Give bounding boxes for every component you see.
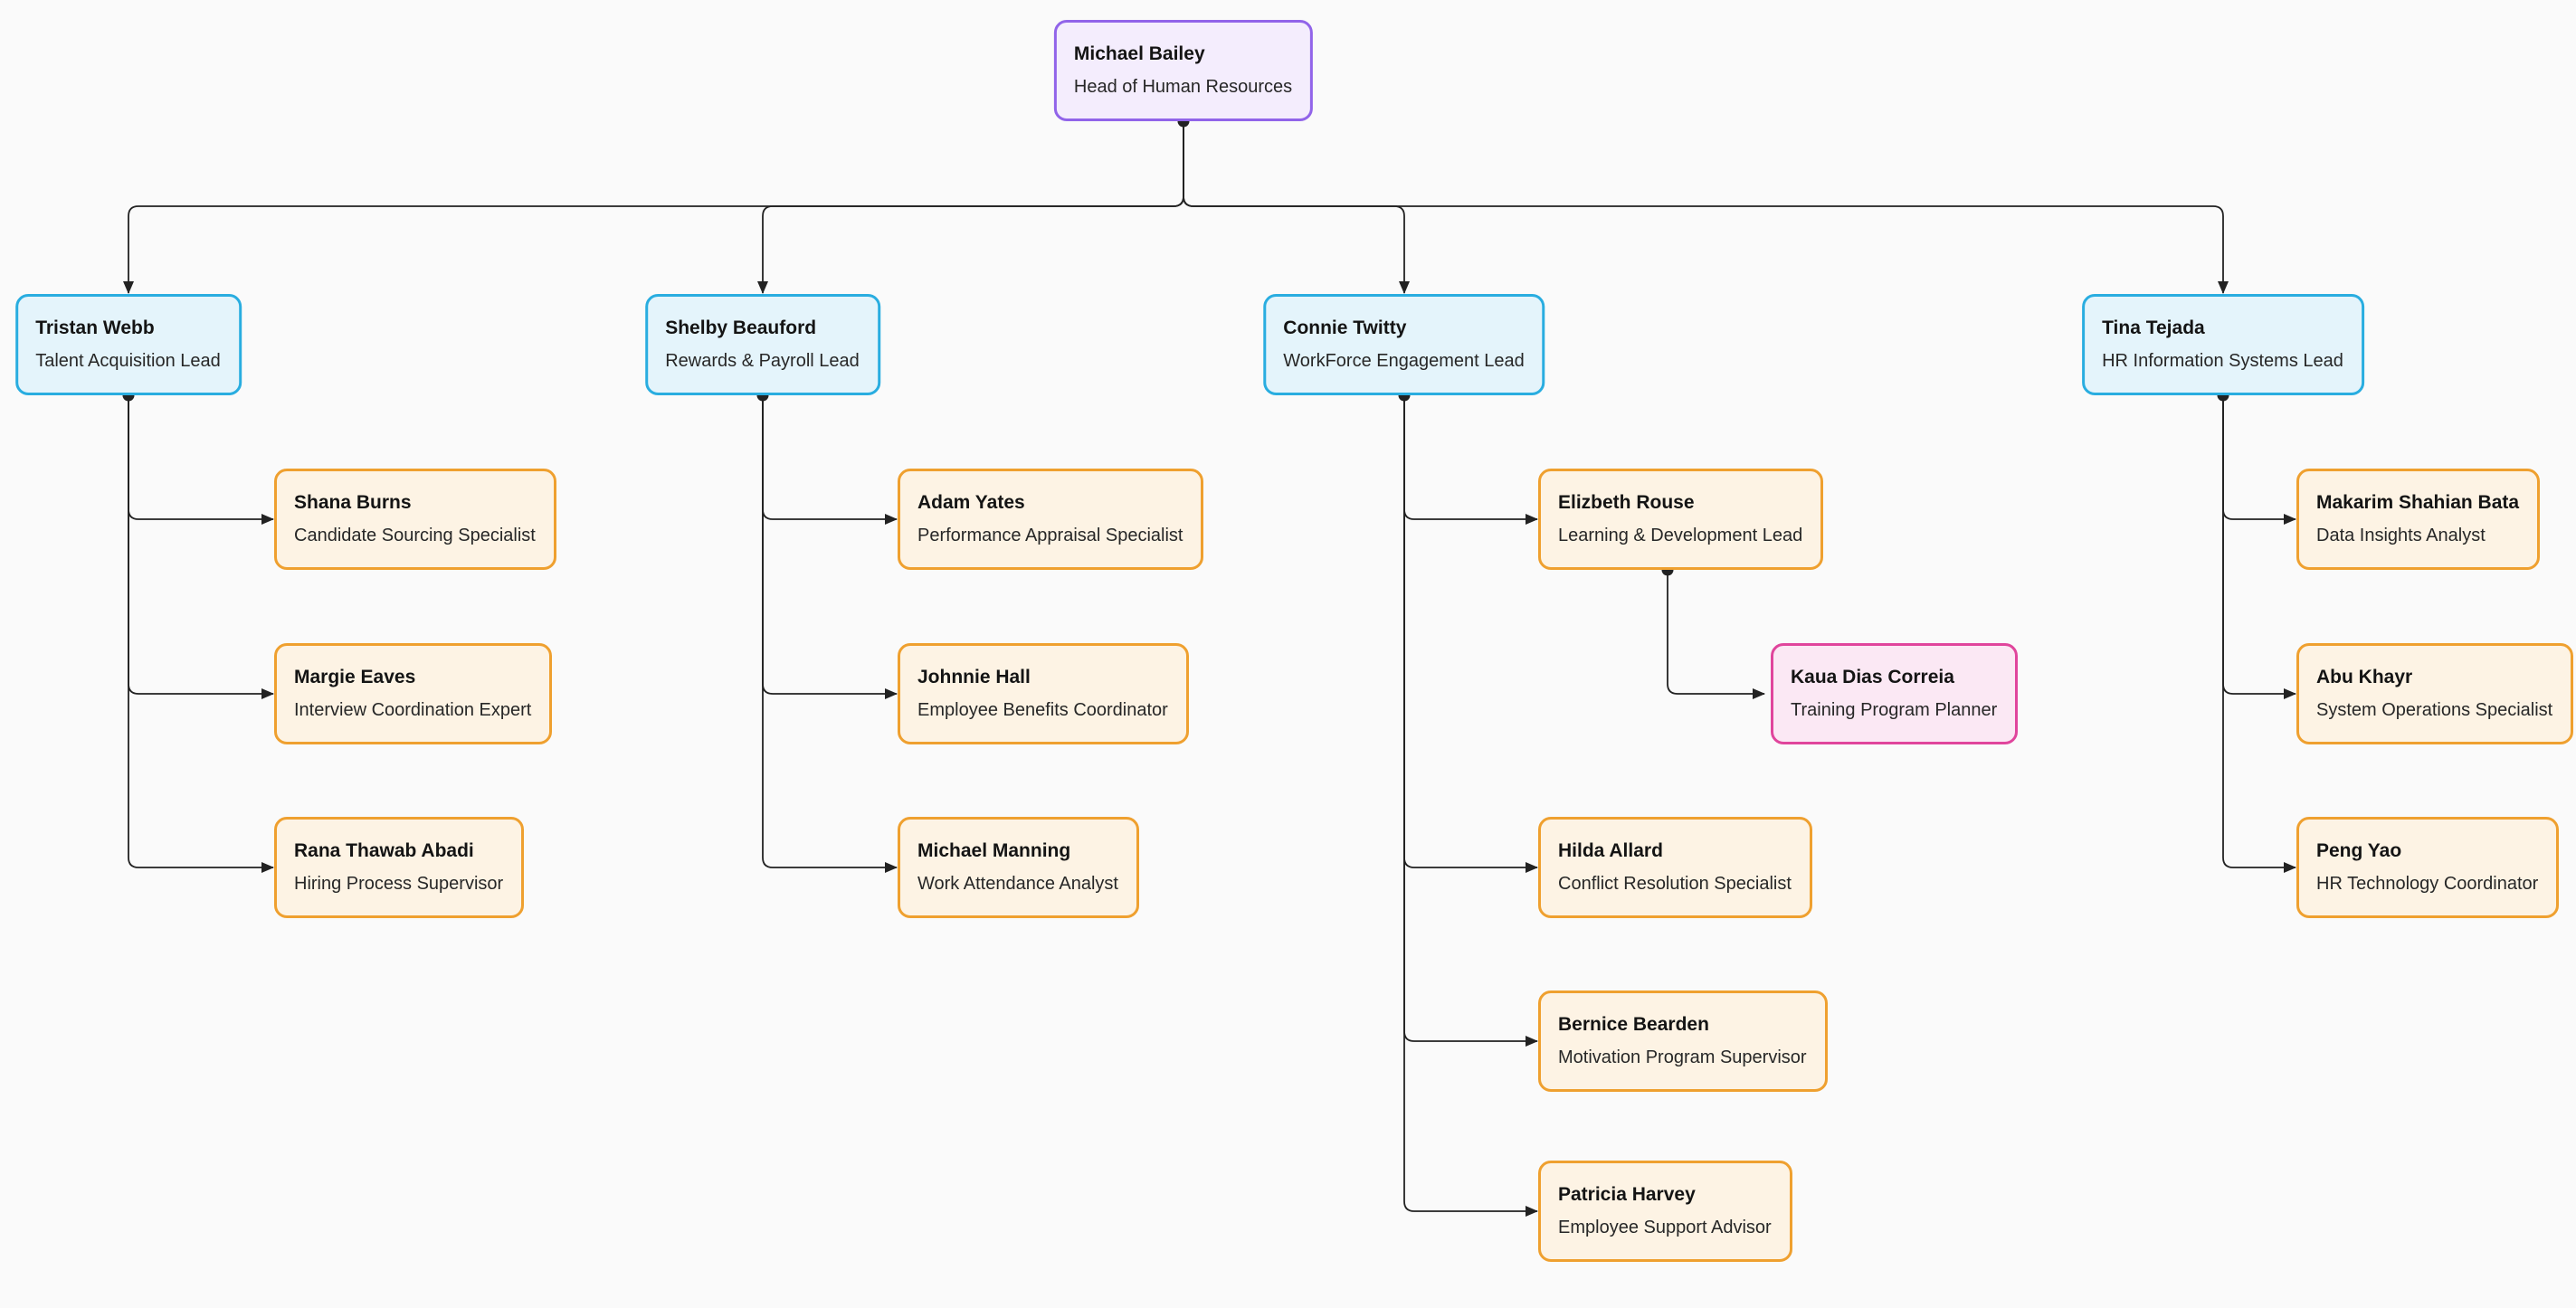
person-title: System Operations Specialist [2316, 700, 2553, 721]
person-title: Data Insights Analyst [2316, 526, 2486, 546]
org-node-connie-twitty[interactable]: Connie Twitty WorkForce Engagement Lead [1263, 294, 1545, 395]
person-name: Peng Yao [2316, 839, 2402, 861]
org-node-abu-khayr[interactable]: Abu Khayr System Operations Specialist [2296, 643, 2574, 744]
edge-michael-bailey-tina-tejada [1183, 121, 2229, 294]
org-node-shana-burns[interactable]: Shana Burns Candidate Sourcing Specialis… [274, 469, 556, 570]
person-title: Candidate Sourcing Specialist [294, 526, 536, 546]
edge-shelby-beauford-adam-yates [762, 395, 898, 525]
edge-tina-tejada-peng-yao [2222, 395, 2296, 873]
org-node-elizbeth-rouse[interactable]: Elizbeth Rouse Learning & Development Le… [1538, 469, 1824, 570]
person-title: Employee Support Advisor [1558, 1218, 1772, 1238]
person-title: Training Program Planner [1791, 700, 1998, 721]
org-node-tristan-webb[interactable]: Tristan Webb Talent Acquisition Lead [15, 294, 242, 395]
person-name: Elizbeth Rouse [1558, 491, 1695, 513]
org-node-tina-tejada[interactable]: Tina Tejada HR Information Systems Lead [2082, 294, 2364, 395]
person-title: Employee Benefits Coordinator [917, 700, 1168, 721]
org-node-kaua-dias-correia[interactable]: Kaua Dias Correia Training Program Plann… [1771, 643, 2019, 744]
person-title: Learning & Development Lead [1558, 526, 1803, 546]
org-node-hilda-allard[interactable]: Hilda Allard Conflict Resolution Special… [1538, 817, 1812, 918]
person-title: Performance Appraisal Specialist [917, 526, 1183, 546]
person-title: Rewards & Payroll Lead [665, 351, 860, 372]
org-node-makarim-shahian-bata[interactable]: Makarim Shahian Bata Data Insights Analy… [2296, 469, 2541, 570]
person-name: Makarim Shahian Bata [2316, 491, 2520, 513]
edge-shelby-beauford-michael-manning [762, 395, 898, 873]
person-name: Tristan Webb [35, 317, 155, 338]
person-name: Shana Burns [294, 491, 412, 513]
edge-elizbeth-rouse-kaua-dias-correia [1667, 570, 1765, 699]
person-name: Abu Khayr [2316, 666, 2413, 687]
org-node-bernice-bearden[interactable]: Bernice Bearden Motivation Program Super… [1538, 990, 1828, 1092]
org-node-michael-manning[interactable]: Michael Manning Work Attendance Analyst [898, 817, 1139, 918]
person-name: Hilda Allard [1558, 839, 1663, 861]
person-title: Hiring Process Supervisor [294, 874, 504, 895]
person-name: Michael Bailey [1073, 43, 1205, 64]
org-node-adam-yates[interactable]: Adam Yates Performance Appraisal Special… [898, 469, 1204, 570]
person-title: Work Attendance Analyst [917, 874, 1118, 895]
edge-tina-tejada-makarim-shahian-bata [2222, 395, 2296, 525]
person-name: Shelby Beauford [665, 317, 817, 338]
person-name: Patricia Harvey [1558, 1183, 1696, 1205]
person-name: Bernice Bearden [1558, 1013, 1709, 1035]
person-title: Head of Human Resources [1073, 77, 1293, 98]
person-title: HR Information Systems Lead [2102, 351, 2343, 372]
org-node-patricia-harvey[interactable]: Patricia Harvey Employee Support Advisor [1538, 1161, 1792, 1262]
edge-tina-tejada-abu-khayr [2222, 395, 2296, 699]
edge-tristan-webb-shana-burns [128, 395, 274, 525]
person-name: Margie Eaves [294, 666, 416, 687]
edge-tristan-webb-rana-thawab-abadi [128, 395, 274, 873]
person-name: Connie Twitty [1283, 317, 1407, 338]
edge-michael-bailey-connie-twitty [1183, 121, 1410, 294]
edge-michael-bailey-shelby-beauford [757, 121, 1184, 294]
edge-connie-twitty-hilda-allard [1403, 395, 1538, 873]
person-title: Interview Coordination Expert [294, 700, 532, 721]
org-node-michael-bailey[interactable]: Michael Bailey Head of Human Resources [1053, 20, 1314, 121]
edge-connie-twitty-patricia-harvey [1403, 395, 1538, 1217]
person-name: Tina Tejada [2102, 317, 2205, 338]
edge-connie-twitty-bernice-bearden [1403, 395, 1538, 1047]
person-title: Motivation Program Supervisor [1558, 1047, 1807, 1068]
person-name: Adam Yates [917, 491, 1025, 513]
person-name: Michael Manning [917, 839, 1071, 861]
person-name: Johnnie Hall [917, 666, 1031, 687]
org-node-rana-thawab-abadi[interactable]: Rana Thawab Abadi Hiring Process Supervi… [274, 817, 525, 918]
person-title: Talent Acquisition Lead [35, 351, 221, 372]
edge-connie-twitty-elizbeth-rouse [1403, 395, 1538, 525]
edge-tristan-webb-margie-eaves [128, 395, 274, 699]
org-node-peng-yao[interactable]: Peng Yao HR Technology Coordinator [2296, 817, 2560, 918]
edge-shelby-beauford-johnnie-hall [762, 395, 898, 699]
edge-michael-bailey-tristan-webb [123, 121, 1184, 294]
org-node-shelby-beauford[interactable]: Shelby Beauford Rewards & Payroll Lead [645, 294, 880, 395]
person-title: WorkForce Engagement Lead [1283, 351, 1525, 372]
person-title: Conflict Resolution Specialist [1558, 874, 1792, 895]
person-name: Rana Thawab Abadi [294, 839, 474, 861]
org-node-johnnie-hall[interactable]: Johnnie Hall Employee Benefits Coordinat… [898, 643, 1189, 744]
person-name: Kaua Dias Correia [1791, 666, 1954, 687]
person-title: HR Technology Coordinator [2316, 874, 2539, 895]
org-node-margie-eaves[interactable]: Margie Eaves Interview Coordination Expe… [274, 643, 553, 744]
